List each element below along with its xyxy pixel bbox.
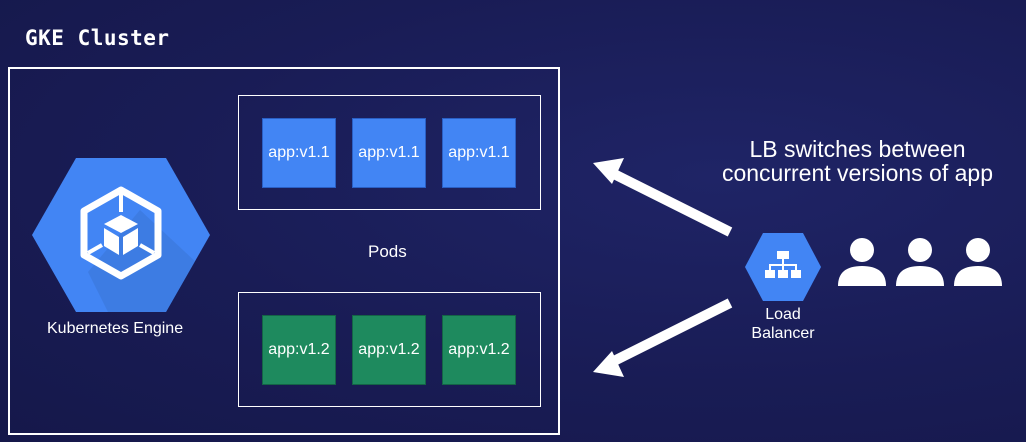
cluster-frame [8, 67, 560, 435]
load-balancer-icon [745, 233, 821, 301]
user-icon [896, 238, 944, 286]
arrow-to-v1-2 [593, 298, 733, 377]
load-balancer-label: Load Balancer [735, 305, 831, 343]
load-balancer-label-line-2: Balancer [751, 325, 815, 342]
user-icon [838, 238, 886, 286]
lb-caption-line-1: LB switches between [749, 136, 966, 162]
cluster-title: GKE Cluster [25, 26, 170, 50]
pod-group-v1-2 [238, 292, 541, 407]
lb-caption: LB switches between concurrent versions … [700, 137, 1015, 185]
pod-v1-1-b: app:v1.1 [352, 118, 426, 188]
pod-v1-2-c: app:v1.2 [442, 315, 516, 385]
load-balancer-label-line-1: Load [765, 306, 801, 323]
lb-caption-line-2: concurrent versions of app [721, 160, 994, 186]
pod-v1-1-c: app:v1.1 [442, 118, 516, 188]
pods-label: Pods [368, 242, 407, 261]
pod-group-v1-1 [238, 95, 541, 210]
pod-v1-2-a: app:v1.2 [262, 315, 336, 385]
pod-v1-2-b: app:v1.2 [352, 315, 426, 385]
kubernetes-engine-label: Kubernetes Engine [47, 320, 184, 337]
kubernetes-engine-icon [32, 158, 210, 312]
arrow-to-v1-1 [593, 158, 733, 237]
user-icon [954, 238, 1002, 286]
pod-v1-1-a: app:v1.1 [262, 118, 336, 188]
